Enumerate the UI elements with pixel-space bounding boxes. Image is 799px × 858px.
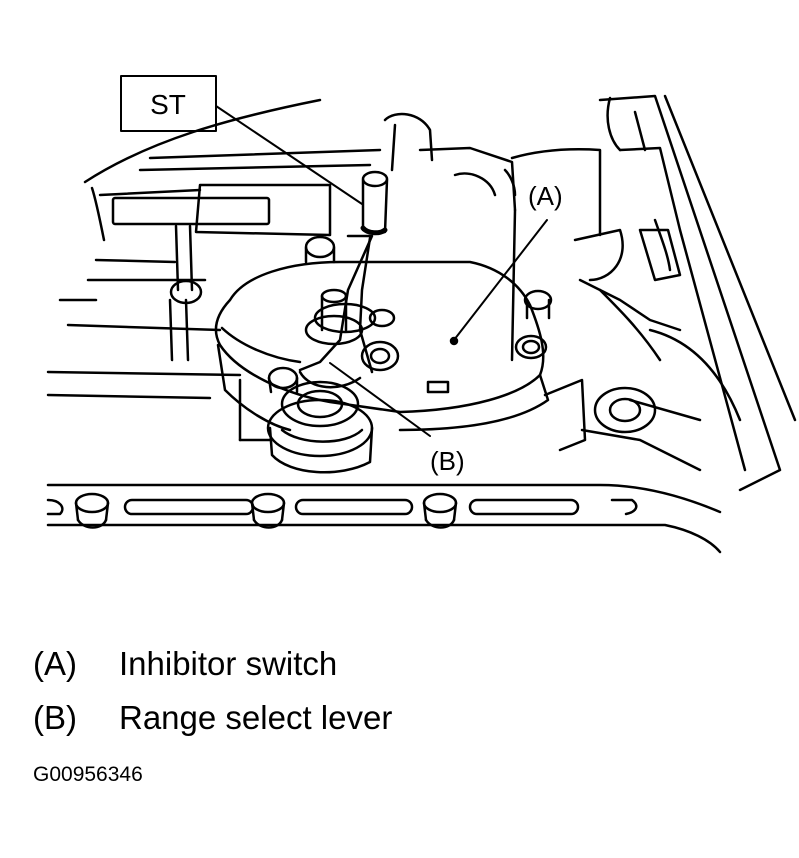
legend-row: (B) Range select lever <box>33 698 392 738</box>
figure-id: G00956346 <box>33 763 143 786</box>
legend-key: (B) <box>33 699 77 736</box>
st-label-box <box>120 75 217 132</box>
leader-line-st <box>215 105 363 205</box>
special-tool <box>360 170 389 236</box>
legend-key: (A) <box>33 645 77 682</box>
legend-description: Range select lever <box>119 699 393 736</box>
leader-line-a <box>453 219 548 341</box>
oil-pan-bolt-rail <box>46 483 722 554</box>
range-select-lever <box>266 234 374 474</box>
inhibitor-switch <box>214 260 550 432</box>
transmission-case <box>46 94 797 492</box>
callout-a: (A) <box>528 181 563 211</box>
technical-illustration: ST (A) (B) <box>46 75 797 554</box>
leader-line-b <box>329 362 431 437</box>
callout-b: (B) <box>430 446 465 476</box>
leader-lines <box>215 105 548 437</box>
st-label: ST <box>150 89 186 120</box>
legend-description: Inhibitor switch <box>119 645 338 682</box>
legend-row: (A) Inhibitor switch <box>33 644 337 684</box>
